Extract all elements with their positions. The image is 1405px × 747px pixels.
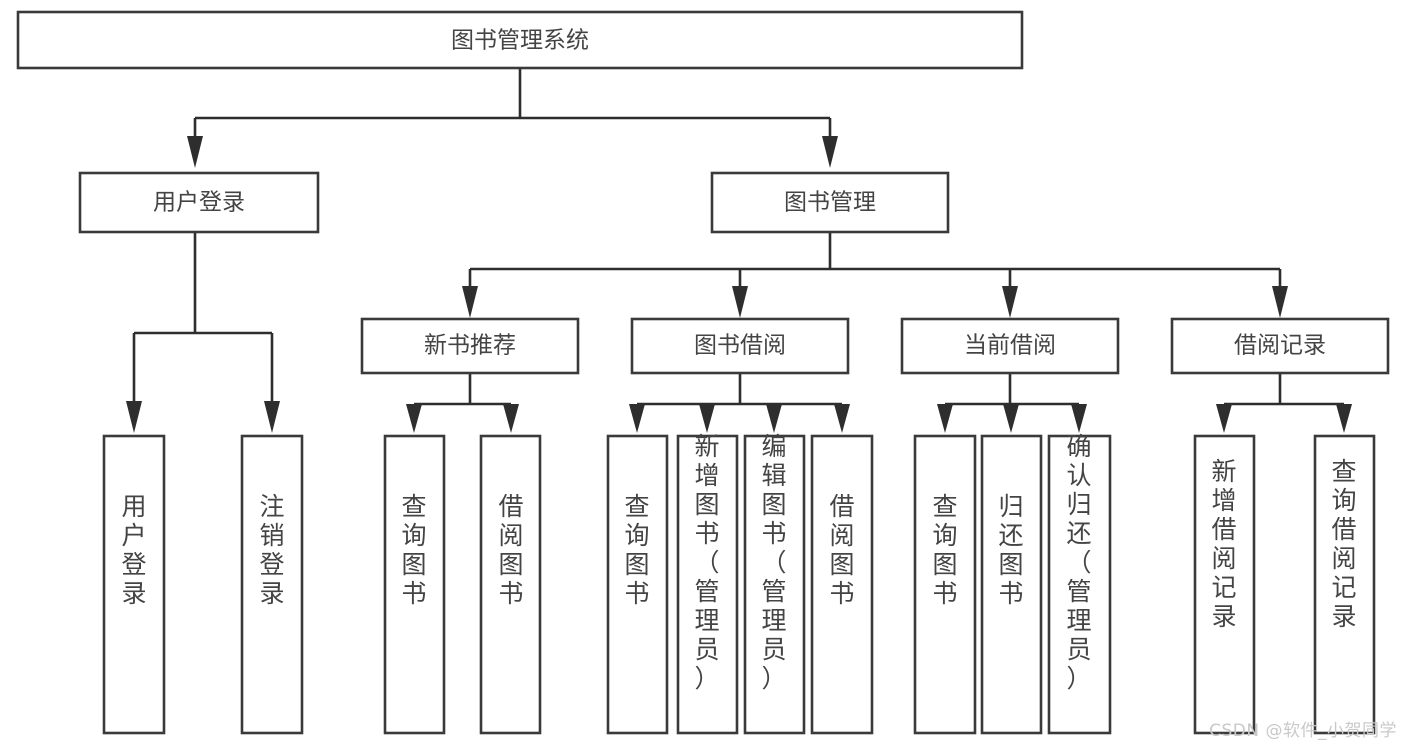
node-book-borrow[interactable]: 图书借阅 <box>630 317 850 375</box>
connector-new-book-to-leaves <box>406 373 519 433</box>
leaf-node-user-login[interactable]: 用户登录 <box>102 434 166 735</box>
node-box <box>383 434 446 735</box>
arrow-icon <box>766 404 782 433</box>
node-borrow-record[interactable]: 借阅记录 <box>1170 317 1390 375</box>
connector-current-borrow-to-leaves <box>937 373 1087 433</box>
node-box <box>1170 317 1390 375</box>
node-label: 借阅记录 <box>1234 333 1326 359</box>
arrow-icon <box>264 401 280 433</box>
leaf-label: 用户登录 <box>121 492 146 608</box>
node-box <box>980 434 1043 735</box>
arrow-icon <box>126 401 142 433</box>
leaf-label: 借阅图书 <box>498 492 523 608</box>
leaf-label: 注销登录 <box>259 492 284 608</box>
node-current-borrow[interactable]: 当前借阅 <box>900 317 1120 375</box>
leaf-label: 编辑图书（管理员） <box>761 432 786 693</box>
arrow-icon <box>937 404 953 433</box>
arrow-icon <box>503 404 519 433</box>
arrow-icon <box>462 286 478 318</box>
node-box <box>710 171 950 234</box>
leaf-label: 查询图书 <box>624 492 649 608</box>
leaf-label: 查询图书 <box>401 492 426 608</box>
connector-root-to-level1 <box>187 68 838 168</box>
leaf-label: 查询借阅记录 <box>1331 457 1356 631</box>
node-box <box>479 434 542 735</box>
leaf-label: 确认归还（管理员） <box>1066 432 1091 693</box>
node-user-login[interactable]: 用户登录 <box>78 171 320 234</box>
node-label: 新书推荐 <box>424 333 516 359</box>
connector-borrow-record-to-leaves <box>1216 373 1352 433</box>
leaf-label: 新增图书（管理员） <box>694 432 719 693</box>
leaf-node-query-book-borrow[interactable]: 查询图书 <box>606 434 669 735</box>
leaf-node-query-borrow-record[interactable]: 查询借阅记录 <box>1313 434 1376 735</box>
node-new-book-recommend[interactable]: 新书推荐 <box>360 317 580 375</box>
leaf-label: 借阅图书 <box>829 492 854 608</box>
node-label: 当前借阅 <box>964 333 1056 359</box>
leaf-node-edit-book-admin[interactable]: 编辑图书（管理员） <box>743 432 806 735</box>
leaf-node-query-book-current[interactable]: 查询图书 <box>913 434 977 735</box>
leaf-node-borrow-book-recommend[interactable]: 借阅图书 <box>479 434 542 735</box>
arrow-icon <box>1336 404 1352 433</box>
arrow-icon <box>822 136 838 168</box>
node-box <box>1047 434 1112 735</box>
node-root-book-management-system[interactable]: 图书管理系统 <box>16 10 1024 70</box>
node-box <box>630 317 850 375</box>
node-box <box>102 434 166 735</box>
node-box <box>1193 434 1256 735</box>
node-label: 用户登录 <box>153 190 245 216</box>
leaf-node-confirm-return-admin[interactable]: 确认归还（管理员） <box>1047 432 1112 735</box>
arrow-icon <box>187 136 203 168</box>
node-box <box>240 434 304 735</box>
node-label: 图书借阅 <box>694 333 786 359</box>
connector-user-login-to-leaves <box>126 232 280 433</box>
arrow-icon <box>1003 404 1019 433</box>
node-box <box>913 434 977 735</box>
leaf-label: 归还图书 <box>998 492 1023 608</box>
arrow-icon <box>406 404 422 433</box>
node-label: 图书管理 <box>784 190 876 216</box>
node-box <box>676 434 739 735</box>
leaf-node-return-book[interactable]: 归还图书 <box>980 434 1043 735</box>
arrow-icon <box>732 286 748 318</box>
node-box <box>1313 434 1376 735</box>
arrow-icon <box>1216 404 1232 433</box>
node-box <box>810 434 874 735</box>
node-box <box>360 317 580 375</box>
arrow-icon <box>834 404 850 433</box>
leaf-node-query-book-recommend[interactable]: 查询图书 <box>383 434 446 735</box>
leaf-node-add-book-admin[interactable]: 新增图书（管理员） <box>676 432 739 735</box>
leaf-node-borrow-book[interactable]: 借阅图书 <box>810 434 874 735</box>
node-box <box>78 171 320 234</box>
leaf-label: 新增借阅记录 <box>1211 457 1236 631</box>
node-book-management[interactable]: 图书管理 <box>710 171 950 234</box>
node-box <box>900 317 1120 375</box>
arrow-icon <box>1071 404 1087 433</box>
node-box <box>743 434 806 735</box>
leaf-label: 查询图书 <box>932 492 957 608</box>
leaf-node-logout[interactable]: 注销登录 <box>240 434 304 735</box>
arrow-icon <box>699 404 715 433</box>
node-box <box>16 10 1024 70</box>
arrow-icon <box>629 404 645 433</box>
arrow-icon <box>1002 286 1018 318</box>
node-box <box>606 434 669 735</box>
connector-book-borrow-to-leaves <box>629 373 850 433</box>
leaf-node-add-borrow-record[interactable]: 新增借阅记录 <box>1193 434 1256 735</box>
node-label: 图书管理系统 <box>451 28 589 54</box>
arrow-icon <box>1272 286 1288 318</box>
connector-book-mgmt-to-level2 <box>462 232 1288 318</box>
